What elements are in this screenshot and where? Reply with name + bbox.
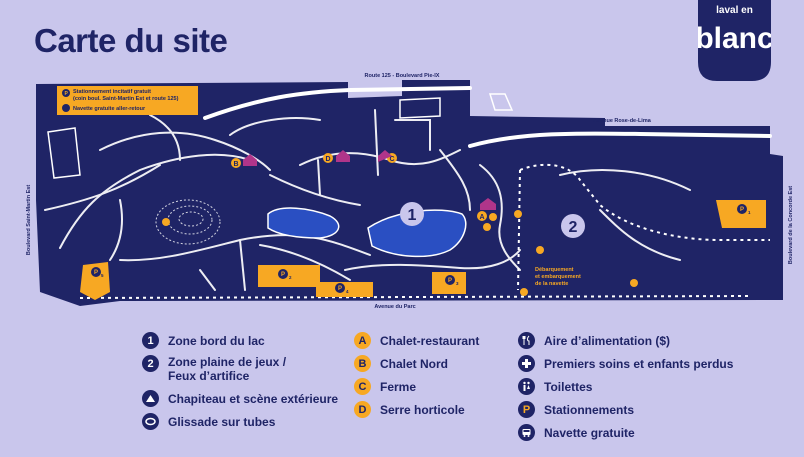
facility-icons [162, 210, 638, 296]
legend-label: Zone plaine de jeux / [168, 355, 287, 369]
svg-text:1: 1 [748, 210, 751, 215]
laval-en-blanc-logo: laval en blanc [698, 0, 771, 81]
legend-zone-1: 1 Zone bord du lac [142, 332, 265, 349]
shuttle-label-line2: et embarquement [535, 274, 581, 280]
legend-label: Navette gratuite [544, 425, 635, 440]
parking-lot-p4: P 4 [316, 282, 373, 297]
legend-tent: Chapiteau et scène extérieure [142, 390, 338, 407]
road-label-saint-martin: Boulevard Saint-Martin Est [26, 185, 32, 255]
svg-text:P: P [65, 91, 69, 97]
legend-label: Chalet Nord [380, 356, 449, 371]
legend-label: Toilettes [544, 379, 593, 394]
svg-text:D: D [325, 156, 330, 163]
svg-text:P: P [338, 286, 342, 292]
svg-text:A: A [479, 214, 484, 221]
svg-text:5: 5 [101, 273, 104, 278]
road-label-rose-de-lima: Avenue Rose-de-Lima [593, 118, 652, 124]
zone-2-badge: 2 [142, 355, 159, 372]
tube-icon [142, 413, 159, 430]
legend-label: Premiers soins et enfants perdus [544, 356, 734, 371]
legend-label: Zone bord du lac [168, 333, 265, 348]
chalet-a-marker: A [477, 198, 497, 231]
parking-lot-p3: P 3 [432, 272, 466, 294]
toilets-icon [518, 378, 535, 395]
chalet-c-marker: C [378, 150, 397, 163]
svg-text:P: P [740, 207, 744, 213]
svg-text:4: 4 [346, 289, 349, 294]
legend-food: Aire d’alimentation ($) [518, 332, 670, 349]
legend-label: Serre horticole [380, 402, 465, 417]
chalet-b-marker: B [231, 154, 257, 168]
zone-2-marker: 2 [561, 214, 585, 238]
svg-text:2: 2 [289, 275, 292, 280]
parking-box-line2: (coin boul. Saint-Martin Est et route 12… [73, 96, 179, 102]
shuttle-label-line3: de la navette [535, 281, 568, 287]
chalet-d-badge: D [354, 401, 371, 418]
legend-chalet-d: D Serre horticole [354, 401, 465, 418]
chalet-b-badge: B [354, 355, 371, 372]
legend-label: Aire d’alimentation ($) [544, 333, 671, 348]
lake-west [267, 207, 340, 239]
parking-lot-p2: P 2 [258, 265, 320, 287]
tent-icon [142, 390, 159, 407]
legend-tube: Glissade sur tubes [142, 413, 275, 430]
logo-text-top: laval en [716, 5, 753, 16]
svg-text:C: C [389, 156, 394, 163]
legend-chalet-a: A Chalet-restaurant [354, 332, 479, 349]
zone-1-badge: 1 [142, 332, 159, 349]
park-paths [44, 109, 691, 291]
dotted-trails [79, 163, 770, 299]
parking-badge: P [518, 401, 535, 418]
logo-text-bottom: blanc [698, 22, 771, 55]
first-aid-icon [518, 355, 535, 372]
parking-box-line1: Stationnement incitatif gratuit [73, 89, 151, 95]
parking-lot-p5: P 5 [80, 262, 110, 300]
park-land [36, 80, 783, 306]
legend-shuttle: Navette gratuite [518, 424, 635, 441]
svg-text:P: P [281, 272, 285, 278]
svg-text:P: P [94, 270, 98, 276]
svg-text:3: 3 [456, 281, 459, 286]
bus-icon [62, 104, 70, 112]
legend-label: Chalet-restaurant [380, 333, 480, 348]
svg-text:1: 1 [408, 207, 417, 224]
legend-label: Ferme [380, 379, 417, 394]
legend-label: Glissade sur tubes [168, 414, 276, 429]
bus-icon [518, 424, 535, 441]
road-label-route125: Route 125 - Boulevard Pie-IX [365, 73, 440, 79]
site-map: P Stationnement incitatif gratuit (coin … [26, 73, 794, 310]
buildings [47, 93, 514, 179]
parking-lot-p1: P 1 [716, 200, 766, 228]
parking-icon [62, 89, 70, 97]
parking-info-box [57, 86, 198, 115]
food-icon [518, 332, 535, 349]
legend-zone-2: 2 Zone plaine de jeux / Feux d’artifice [142, 355, 286, 383]
road-label-avenue-du-parc: Avenue du Parc [374, 304, 415, 310]
parking-box-line3: Navette gratuite aller-retour [73, 106, 146, 112]
road-label-concorde: Boulevard de la Concorde Est [788, 186, 794, 264]
legend-chalet-b: B Chalet Nord [354, 355, 448, 372]
legend-label: Chapiteau et scène extérieure [168, 391, 339, 406]
legend-parking: P Stationnements [518, 401, 634, 418]
svg-text:P: P [448, 278, 452, 284]
chalet-c-badge: C [354, 378, 371, 395]
svg-text:B: B [233, 161, 238, 168]
legend-first-aid: Premiers soins et enfants perdus [518, 355, 733, 372]
zone-1-marker: 1 [400, 202, 424, 226]
legend-label: Stationnements [544, 402, 635, 417]
svg-text:2: 2 [569, 219, 578, 236]
legend-toilets: Toilettes [518, 378, 592, 395]
main-roads [203, 86, 772, 148]
legend-chalet-c: C Ferme [354, 378, 416, 395]
chalet-a-badge: A [354, 332, 371, 349]
page-title: Carte du site [34, 22, 228, 59]
legend-label-line2: Feux d’artifice [168, 369, 250, 383]
chalet-d-marker: D [323, 150, 350, 163]
shuttle-label-line1: Débarquement [535, 267, 574, 273]
